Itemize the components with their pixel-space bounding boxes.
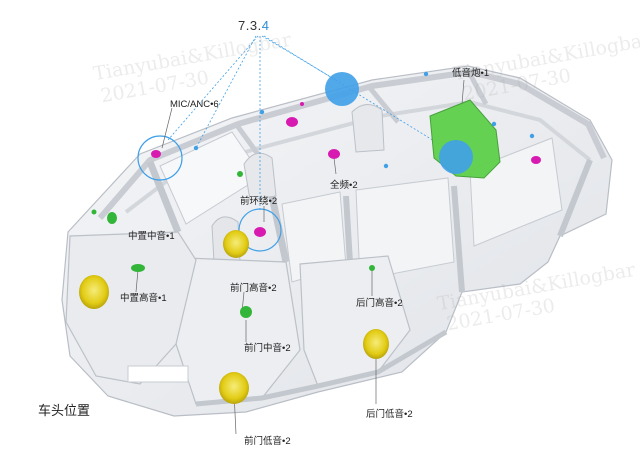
- label-center-tweeter: 中置高音•1: [120, 293, 167, 304]
- label-rear-door-tweeter: 后门高音•2: [356, 298, 403, 309]
- mic-dot: [259, 109, 265, 115]
- label-surround-front: 前环绕•2: [240, 196, 278, 207]
- green-speaker: [237, 171, 243, 177]
- label-subwoofer: 低音炮•1: [452, 68, 490, 79]
- yellow-woofer: [219, 372, 249, 404]
- yellow-woofer: [79, 275, 109, 309]
- green-speaker: [240, 306, 252, 318]
- mic-dot: [383, 163, 389, 169]
- title-prefix: 7.3.: [238, 18, 262, 33]
- label-mic-anc: MIC/ANC•6: [170, 99, 219, 110]
- magenta-speaker: [328, 149, 340, 159]
- label-fullrange: 全频•2: [330, 180, 358, 191]
- blue-marker-subwoofer: [439, 140, 473, 174]
- label-front-door-mid: 前门中音•2: [244, 343, 291, 354]
- magenta-speaker: [254, 227, 266, 237]
- green-speaker: [369, 265, 375, 271]
- label-rear-door-woofer: 后门低音•2: [366, 409, 413, 420]
- magenta-speaker: [531, 156, 541, 164]
- label-front-door-woofer: 前门低音•2: [244, 436, 291, 447]
- mic-dot: [529, 133, 535, 139]
- mic-dot: [491, 121, 497, 127]
- label-front-door-tweeter: 前门高音•2: [230, 283, 277, 294]
- green-speaker: [107, 212, 117, 224]
- blue-marker-roof: [325, 72, 359, 106]
- label-center-mid: 中置中音•1: [128, 231, 175, 242]
- mic-callout-circle: [137, 135, 183, 181]
- yellow-woofer: [223, 230, 249, 258]
- mic-dot: [193, 145, 199, 151]
- green-speaker: [91, 209, 97, 215]
- magenta-speaker: [151, 150, 161, 158]
- rear-seat: [351, 104, 385, 153]
- green-speaker: [131, 264, 145, 272]
- title-accent: 4: [261, 18, 270, 33]
- system-title: 7.3.4: [238, 18, 269, 33]
- mic-dot: [423, 71, 429, 77]
- yellow-woofer: [363, 329, 389, 359]
- front-hood: [65, 231, 197, 385]
- front-position-label: 车头位置: [38, 403, 91, 418]
- magenta-speaker: [286, 117, 298, 127]
- roof-frame: [97, 69, 607, 220]
